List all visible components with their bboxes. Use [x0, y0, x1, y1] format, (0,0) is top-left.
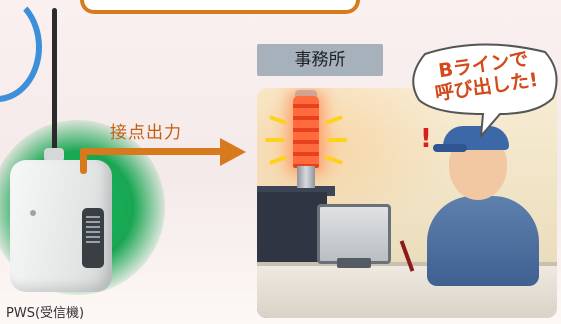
- exclamation-icon: !: [420, 124, 432, 154]
- device-control-panel: [82, 208, 104, 268]
- beacon-cap: [295, 90, 317, 98]
- antenna-base: [44, 148, 64, 162]
- cabinet-top: [257, 186, 335, 196]
- wireless-receiver-icon: [10, 160, 112, 292]
- output-cable-vertical: [80, 148, 87, 174]
- light-ray: [327, 138, 347, 142]
- beacon-base: [297, 166, 315, 188]
- worker-cap-brim: [433, 144, 467, 152]
- office-scene: [257, 88, 557, 318]
- device-indicator: [30, 210, 36, 216]
- office-worker-icon: [427, 196, 539, 286]
- receiver-label: PWS(受信機): [6, 306, 85, 321]
- right-arrow-icon: [220, 138, 246, 166]
- contact-output-label: 接点出力: [110, 123, 182, 143]
- antenna-icon: [52, 8, 57, 156]
- monitor-icon: [317, 204, 391, 264]
- output-cable: [82, 148, 222, 155]
- signal-tower-light-icon: [293, 96, 319, 168]
- speech-bubble: Bラインで 呼び出した!: [405, 42, 560, 137]
- speech-bubble-shape: [412, 43, 558, 137]
- header-bar: [80, 0, 360, 14]
- monitor-stand: [337, 258, 371, 268]
- office-label: 事務所: [257, 44, 383, 76]
- desk-edge: [257, 262, 557, 268]
- wireless-signal-arc-icon: [0, 0, 42, 102]
- light-ray: [265, 138, 285, 142]
